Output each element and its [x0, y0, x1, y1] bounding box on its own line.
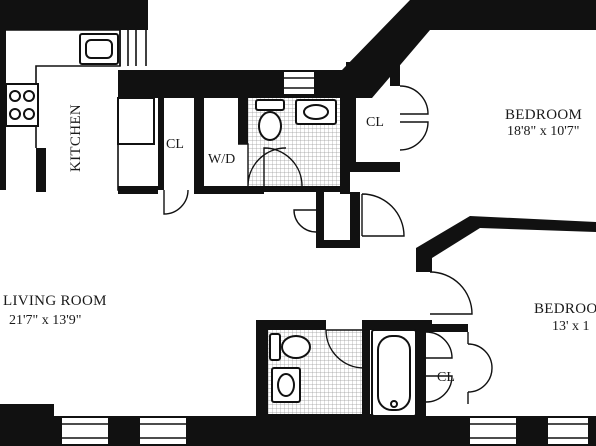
- refrigerator-icon: [117, 97, 155, 145]
- closet-hall-label: CL: [166, 137, 184, 152]
- door-swings: [163, 85, 493, 404]
- toilet-tank-icon-2: [269, 333, 281, 361]
- bedroom2-dimensions: 13' x 1: [552, 319, 590, 334]
- kitchen-counters: [5, 29, 158, 191]
- toilet-tank-icon: [255, 99, 285, 111]
- window-lines: [62, 30, 588, 439]
- closet-bedroom2-label: CL: [437, 370, 455, 385]
- toilet-icon-2: [281, 335, 311, 359]
- toilet-icon: [258, 111, 282, 141]
- lower-bathroom-fixtures: [269, 329, 417, 417]
- washer-dryer-label: W/D: [208, 152, 235, 167]
- upper-bathroom-fixtures: [255, 99, 337, 141]
- living-room-name: LIVING ROOM: [3, 293, 107, 309]
- kitchen-label: KITCHEN: [68, 104, 84, 172]
- living-room-dimensions: 21'7" x 13'9": [9, 313, 81, 328]
- bedroom1-dimensions: 18'8" x 10'7": [507, 124, 579, 139]
- bedroom2-name: BEDROOM: [534, 301, 596, 317]
- closet-bedroom1-label: CL: [366, 115, 384, 130]
- stove-icon: [5, 83, 39, 127]
- bedroom1-name: BEDROOM: [505, 107, 582, 123]
